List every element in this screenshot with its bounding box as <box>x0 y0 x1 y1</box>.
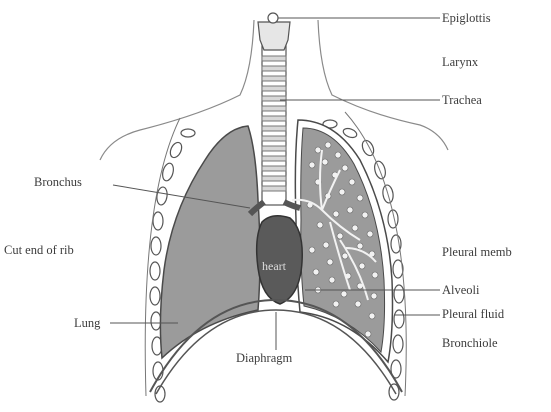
label-bronchus: Bronchus <box>34 175 82 189</box>
diaphragm <box>149 298 403 393</box>
rib-chain-right <box>322 119 405 401</box>
label-alveoli: Alveoli <box>442 283 480 297</box>
bronchial-tree <box>291 149 377 301</box>
label-cut-end-of-rib: Cut end of rib <box>4 243 74 257</box>
right-bronchus <box>282 199 301 211</box>
chest-wall-right <box>344 111 407 397</box>
leader-lines <box>110 17 440 350</box>
heart-label: heart <box>262 259 287 273</box>
right-lung <box>300 127 386 354</box>
left-lung <box>159 125 261 360</box>
label-bronchiole: Bronchiole <box>442 336 498 350</box>
label-lung: Lung <box>74 316 101 330</box>
larynx <box>257 21 291 51</box>
label-trachea: Trachea <box>442 93 482 107</box>
diaphragm-inner <box>155 309 397 395</box>
chest-wall-left <box>144 117 181 397</box>
label-larynx: Larynx <box>442 55 479 69</box>
trachea <box>261 44 287 206</box>
label-epiglottis: Epiglottis <box>442 11 491 25</box>
label-pleural-membranes: Pleural memb <box>442 245 512 259</box>
heart <box>255 215 303 305</box>
epiglottis <box>267 12 279 24</box>
left-bronchus <box>247 199 266 217</box>
label-diaphragm: Diaphragm <box>236 351 293 365</box>
body-outline <box>99 19 449 161</box>
label-pleural-fluid: Pleural fluid <box>442 307 505 321</box>
